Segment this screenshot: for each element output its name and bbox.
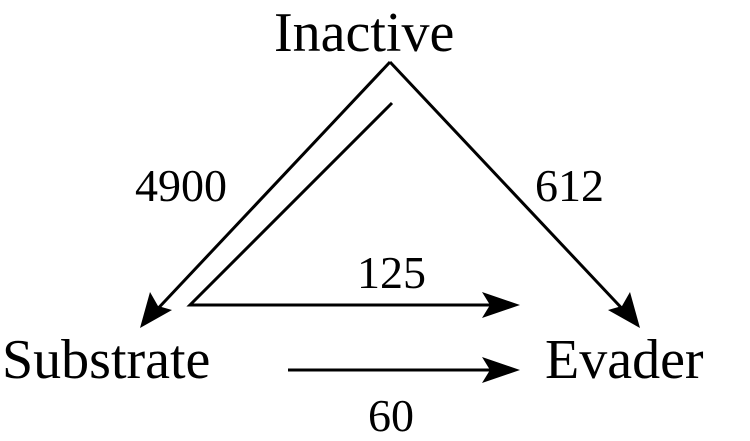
rate-substrate-to-evader: 60 <box>368 390 414 441</box>
arrow-inactive-to-evader <box>388 60 640 328</box>
arrow-substrate-to-evader <box>288 357 520 383</box>
arrow-inactive-via-to-evader <box>186 101 520 318</box>
rate-inactive-via-to-evader: 125 <box>357 247 426 298</box>
node-evader: Evader <box>545 329 704 391</box>
rate-inactive-to-substrate: 4900 <box>135 160 227 211</box>
node-substrate: Substrate <box>2 329 211 391</box>
arrow-inactive-to-substrate <box>140 60 392 328</box>
node-inactive: Inactive <box>274 2 455 64</box>
rate-inactive-to-evader: 612 <box>535 160 604 211</box>
